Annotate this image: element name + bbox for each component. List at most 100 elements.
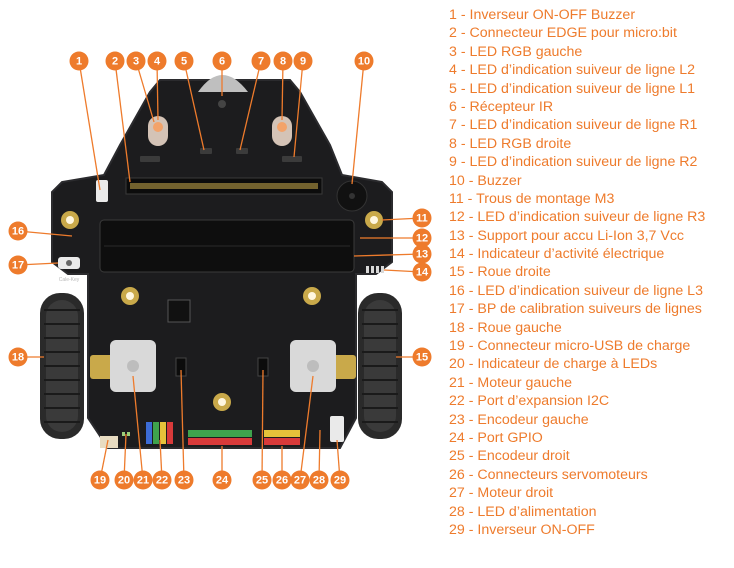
callout-marker-11 — [412, 208, 432, 228]
legend-item-26: 26 - Connecteurs servomoteurs — [449, 466, 648, 483]
callout-marker-17 — [8, 255, 28, 275]
leader-line-7 — [239, 60, 262, 151]
callout-marker-14 — [412, 262, 432, 282]
callout-number-22: 22 — [156, 475, 168, 487]
power-activity-indicator — [366, 266, 384, 273]
battery-holder — [99, 219, 355, 273]
legend-item-3: 3 - LED RGB gauche — [449, 43, 583, 60]
servo-connectors — [264, 430, 300, 445]
legend-item-28: 28 - LED d’alimentation — [449, 503, 597, 520]
callout-marker-18 — [8, 347, 28, 367]
legend-item-9: 9 - LED d’indication suiveur de ligne R2 — [449, 154, 698, 171]
legend-item-4: 4 - LED d’indication suiveur de ligne L2 — [449, 62, 696, 79]
leader-line-23 — [180, 369, 185, 481]
callout-marker-4 — [147, 51, 167, 71]
callout-number-2: 2 — [112, 56, 118, 68]
calibration-button: Cale-Key — [58, 257, 80, 283]
callout-number-26: 26 — [276, 475, 288, 487]
callout-marker-24 — [212, 470, 232, 490]
callout-number-14: 14 — [416, 267, 429, 279]
leader-line-1 — [78, 60, 101, 191]
legend-item-21: 21 - Moteur gauche — [449, 374, 573, 391]
left-motor — [90, 340, 156, 392]
callout-number-1: 1 — [76, 56, 82, 68]
callout-number-10: 10 — [358, 56, 370, 68]
callout-number-20: 20 — [118, 475, 130, 487]
callout-number-15: 15 — [416, 352, 428, 364]
line-follower-leds — [140, 148, 302, 162]
callout-number-29: 29 — [334, 475, 346, 487]
callout-number-5: 5 — [181, 56, 187, 68]
callout-number-19: 19 — [94, 475, 106, 487]
legend-item-25: 25 - Encodeur droit — [449, 448, 570, 465]
callout-marker-13 — [412, 244, 432, 264]
right-motor — [290, 340, 356, 392]
legend-item-20: 20 - Indicateur de charge à LEDs — [449, 356, 658, 373]
callout-marker-22 — [152, 470, 172, 490]
leader-line-5 — [183, 60, 205, 151]
legend-item-15: 15 - Roue droite — [449, 264, 551, 281]
callout-marker-7 — [251, 51, 271, 71]
callout-marker-20 — [114, 470, 134, 490]
leader-line-10 — [351, 60, 365, 185]
callout-number-6: 6 — [219, 56, 225, 68]
calib-silkscreen: Cale-Key — [59, 277, 80, 283]
callout-number-11: 11 — [416, 213, 428, 225]
callout-marker-2 — [105, 51, 125, 71]
callout-marker-28 — [309, 470, 329, 490]
callout-marker-26 — [272, 470, 292, 490]
callout-number-8: 8 — [280, 56, 286, 68]
legend-item-1: 1 - Inverseur ON-OFF Buzzer — [449, 7, 636, 23]
callout-marker-29 — [330, 470, 350, 490]
charge-leds — [122, 432, 130, 436]
callout-marker-16 — [8, 221, 28, 241]
callout-number-28: 28 — [313, 475, 325, 487]
usb-connector — [100, 436, 118, 448]
callout-marker-1 — [69, 51, 89, 71]
legend-item-10: 10 - Buzzer — [449, 172, 522, 189]
right-wheel — [358, 293, 402, 439]
leader-line-2 — [114, 60, 131, 183]
leader-line-25 — [261, 369, 264, 481]
leader-line-9 — [293, 60, 304, 158]
callout-marker-25 — [252, 470, 272, 490]
legend-item-5: 5 - LED d’indication suiveur de ligne L1 — [449, 80, 696, 97]
leader-line-8 — [281, 60, 284, 121]
callout-number-4: 4 — [154, 56, 161, 68]
legend-item-29: 29 - Inverseur ON-OFF — [449, 521, 595, 538]
legend-item-12: 12 - LED d’indication suiveur de ligne R… — [449, 209, 706, 226]
legend-item-22: 22 - Port d’expansion I2C — [449, 393, 610, 410]
legend-item-13: 13 - Support pour accu Li-Ion 3,7 Vcc — [449, 227, 685, 244]
buzzer-switch — [96, 180, 108, 202]
callout-marker-27 — [290, 470, 310, 490]
callout-marker-23 — [174, 470, 194, 490]
legend-item-14: 14 - Indicateur d’activité électrique — [449, 246, 665, 263]
rgb-led-right — [272, 116, 292, 146]
callout-number-25: 25 — [256, 475, 268, 487]
legend-item-16: 16 - LED d’indication suiveur de ligne L… — [449, 282, 703, 299]
callout-number-13: 13 — [416, 249, 428, 261]
legend-item-23: 23 - Encodeur gauche — [449, 411, 589, 428]
left-wheel — [40, 293, 84, 439]
callout-number-23: 23 — [178, 475, 190, 487]
callout-marker-21 — [133, 470, 153, 490]
legend-item-27: 27 - Moteur droit — [449, 485, 554, 502]
callout-number-17: 17 — [12, 260, 24, 272]
mounting-holes — [61, 211, 383, 411]
i2c-port — [146, 422, 173, 444]
ir-receiver — [198, 75, 248, 92]
callout-marker-9 — [293, 51, 313, 71]
callout-marker-5 — [174, 51, 194, 71]
callout-number-18: 18 — [12, 352, 24, 364]
legend-item-18: 18 - Roue gauche — [449, 319, 562, 336]
callout-number-3: 3 — [133, 56, 139, 68]
legend-item-7: 7 - LED d’indication suiveur de ligne R1 — [449, 117, 698, 134]
legend-item-24: 24 - Port GPIO — [449, 429, 543, 446]
callout-marker-15 — [412, 347, 432, 367]
power-switch — [330, 416, 344, 442]
callout-marker-6 — [212, 51, 232, 71]
callout-marker-19 — [90, 470, 110, 490]
